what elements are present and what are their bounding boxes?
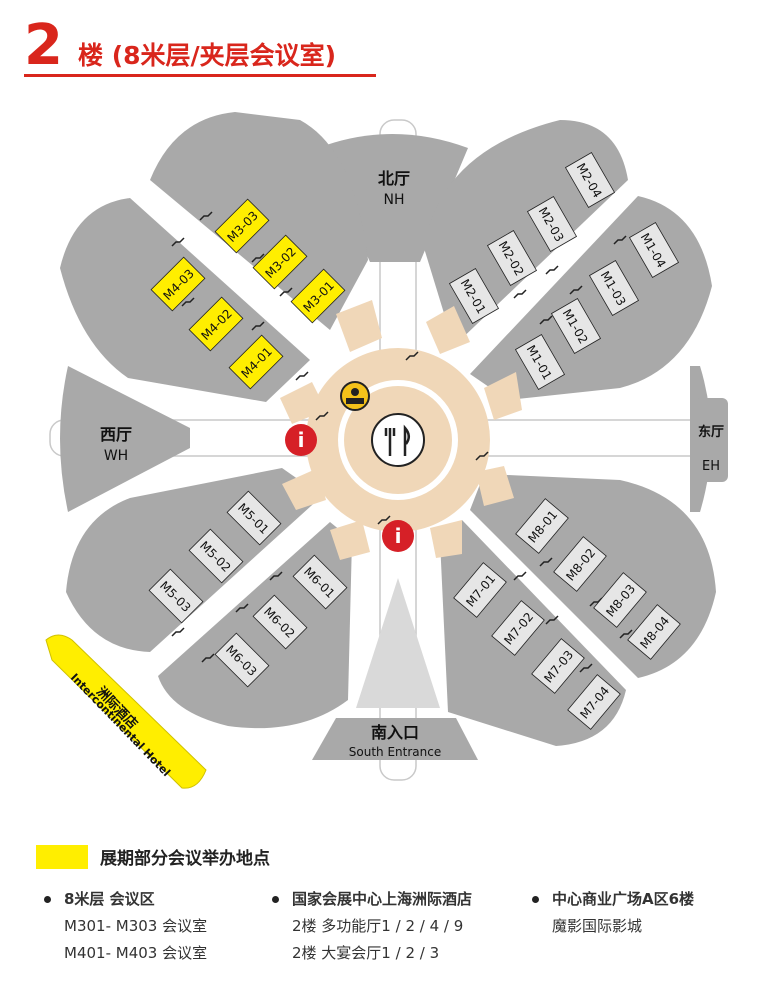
escalator-icon [171,211,633,673]
south-entrance-zh: 南入口 [371,723,419,742]
info-icon-glyph: i [298,428,305,452]
info-icon-glyph: i [395,524,402,548]
location-line: M301- M303 会议室 [64,917,208,935]
east-hall[interactable]: 东厅 EH [690,366,728,512]
plaza-connectors [280,300,522,560]
central-plaza [306,348,490,532]
service-desk-icon [340,381,370,411]
north-hall-en: NH [384,192,405,208]
north-hall-zh: 北厅 [378,169,410,188]
east-hall-en: EH [702,459,720,474]
south-entrance[interactable]: 南入口 South Entrance [312,578,478,760]
room-M2-03[interactable]: M2-03 [526,196,578,252]
location-head: 中心商业广场A区6楼 [531,886,694,913]
room-M2-01[interactable]: M2-01 [448,268,500,324]
legend-swatch [36,845,88,869]
west-hall[interactable]: 西厅 WH [60,366,190,512]
east-hall-zh: 东厅 [698,424,724,440]
info-icon[interactable]: i [382,520,414,552]
room-M1-04[interactable]: M1-04 [628,222,680,278]
location-head: 国家会展中心上海洲际酒店 [271,886,472,913]
west-hall-en: WH [104,448,128,464]
location-list-cinema: 中心商业广场A区6楼 魔影国际影城 [531,886,694,940]
floor-title: 楼 (8米层/夹层会议室) [78,41,337,70]
room-M1-01[interactable]: M1-01 [514,334,566,390]
location-line: 2楼 多功能厅1 / 2 / 4 / 9 [292,917,464,935]
room-M1-03[interactable]: M1-03 [588,260,640,316]
room-M1-02[interactable]: M1-02 [550,298,602,354]
location-head: 8米层 会议区 [43,886,207,913]
legend-title: 展期部分会议举办地点 [100,849,270,869]
west-hall-zh: 西厅 [100,425,132,444]
room-M4-02[interactable]: M4-02 [188,296,244,352]
rooms-se: M8-01 M8-02 M8-03 M8-04 M7-01 M7-02 M7-0… [453,498,681,730]
rooms-ne: M2-04 M2-03 M2-02 M2-01 M1-04 M1-03 M1-0… [448,152,680,390]
info-icon[interactable]: i [285,424,317,456]
restaurant-icon [384,424,410,456]
title-underline [24,74,376,77]
location-line: M401- M403 会议室 [64,944,208,962]
location-list-meeting-zone: 8米层 会议区 M301- M303 会议室 M401- M403 会议室 [43,886,208,967]
location-line: 魔影国际影城 [552,917,643,935]
floor-map: 北厅 NH 西厅 WH 东厅 EH 南入口 South Entrance 洲际酒… [45,112,728,789]
room-M7-04[interactable]: M7-04 [567,674,621,730]
location-list-hotel: 国家会展中心上海洲际酒店 2楼 多功能厅1 / 2 / 4 / 9 2楼 大宴会… [271,886,472,967]
location-line: 2楼 大宴会厅1 / 2 / 3 [292,944,440,962]
south-entrance-en: South Entrance [349,745,441,759]
floor-number: 2 [24,13,63,78]
